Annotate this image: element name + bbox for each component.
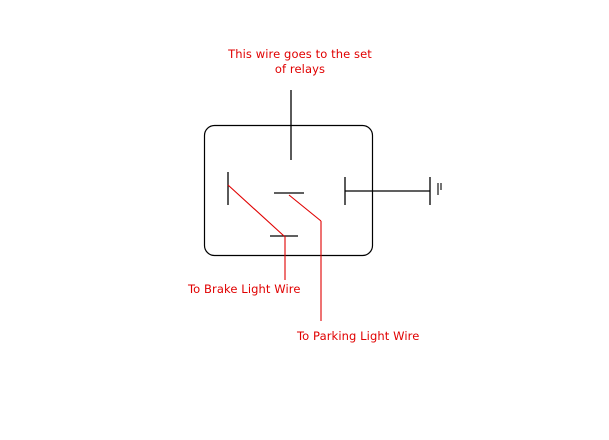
brake-connection-diagonal [227,184,285,237]
brake-light-annotation: To Brake Light Wire [188,282,301,296]
parking-connection-diagonal [288,194,322,222]
relays-annotation: This wire goes to the set of relays [228,47,372,76]
parking-light-annotation: To Parking Light Wire [297,329,420,343]
